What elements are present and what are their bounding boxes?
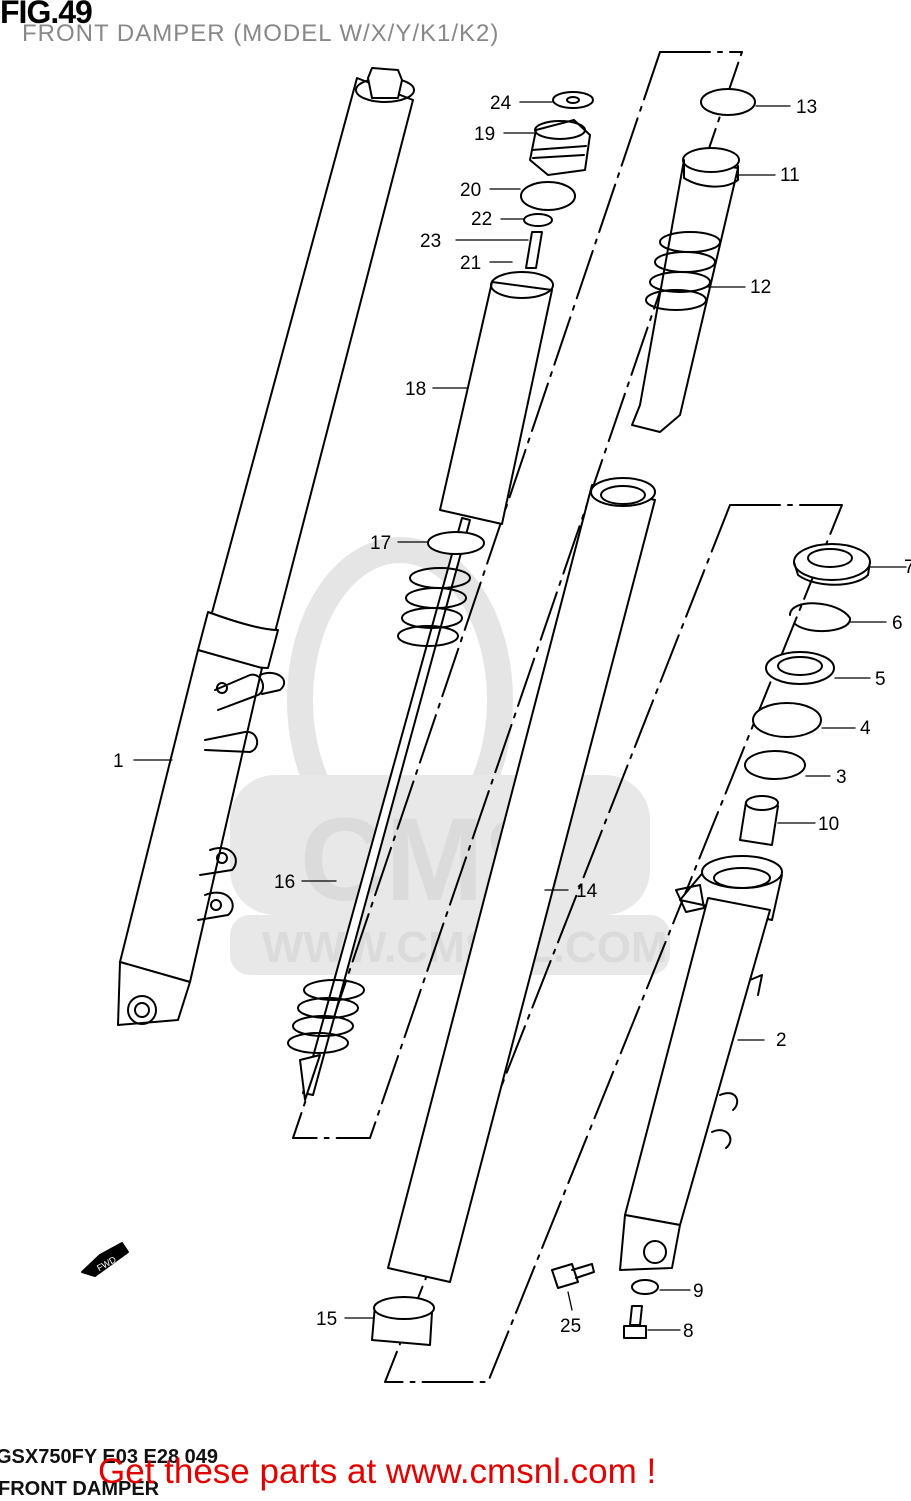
diagram-caption: FRONT DAMPER — [0, 1478, 160, 1500]
callout-labels: 1 2 3 4 5 6 7 8 9 10 11 12 13 14 15 16 1… — [95, 93, 911, 1342]
callout-17: 17 — [370, 533, 391, 554]
part-drain-bolt-8 — [623, 1305, 647, 1339]
part-washer-4 — [752, 702, 822, 738]
callout-4: 4 — [860, 718, 871, 739]
callout-24: 24 — [490, 93, 512, 114]
callout-8: 8 — [683, 1321, 694, 1342]
callout-6: 6 — [892, 613, 903, 634]
part-rod-tip-23 — [525, 231, 543, 269]
callout-19: 19 — [474, 124, 495, 145]
figure-subtitle: FRONT DAMPER (MODEL W/X/Y/K1/K2) — [22, 20, 500, 47]
callout-22: 22 — [471, 209, 492, 230]
part-outer-tube-right — [619, 855, 783, 1271]
callout-18: 18 — [405, 379, 426, 400]
group-frame-upper — [292, 51, 743, 1139]
part-damper-rod-16 — [299, 517, 471, 1101]
callout-15: 15 — [316, 1309, 337, 1330]
part-spring-guide-11 — [631, 147, 740, 433]
callout-5: 5 — [875, 669, 886, 690]
callout-12: 12 — [750, 277, 771, 298]
callout-7: 7 — [904, 557, 911, 578]
promo-link[interactable]: Get these parts at www.cmsnl.com ! — [98, 1452, 657, 1491]
model-code: GSX750FY E03 E28 049 — [0, 1446, 219, 1468]
fwd-arrow-icon — [81, 1242, 129, 1277]
part-ring-22 — [523, 213, 553, 227]
callout-23: 23 — [420, 231, 441, 252]
part-dust-seal-7 — [793, 543, 871, 586]
part-o-ring-20 — [520, 181, 576, 211]
callout-10: 10 — [818, 814, 839, 835]
callout-16: 16 — [274, 872, 295, 893]
part-bushing-15 — [371, 1296, 435, 1346]
callout-11: 11 — [780, 165, 800, 186]
callout-3: 3 — [836, 767, 847, 788]
part-oil-seal-5 — [765, 651, 835, 685]
part-ring-17 — [427, 531, 485, 555]
part-ring-13 — [700, 88, 756, 116]
part-inner-tube-14 — [387, 477, 656, 1283]
part-cartridge-18 — [439, 271, 554, 525]
part-oil-lock-10 — [739, 795, 779, 846]
leader-lines — [133, 101, 907, 1331]
part-circlip-6 — [789, 602, 851, 633]
callout-9: 9 — [693, 1281, 704, 1302]
callout-2: 2 — [776, 1030, 787, 1051]
figure-number: FIG.49 — [0, 0, 93, 30]
callout-14: 14 — [576, 881, 598, 902]
part-spring-12 — [645, 231, 721, 311]
part-cap-bolt-19 — [529, 119, 591, 176]
callout-25: 25 — [560, 1316, 581, 1337]
part-spring-upper — [397, 567, 471, 647]
part-bolt-25 — [551, 1263, 595, 1289]
watermark-url: WWW.CMSNL.COM — [262, 923, 668, 972]
part-outer-tube-left — [117, 67, 415, 1026]
part-ring-3 — [744, 750, 806, 780]
callout-21: 21 — [460, 253, 481, 274]
part-spring-lower — [287, 979, 365, 1054]
callout-13: 13 — [796, 97, 817, 118]
callout-20: 20 — [460, 180, 481, 201]
group-frame-lower — [384, 504, 843, 1383]
part-washer-9 — [631, 1279, 659, 1295]
part-washer-24 — [552, 91, 594, 109]
callout-1: 1 — [113, 751, 124, 772]
